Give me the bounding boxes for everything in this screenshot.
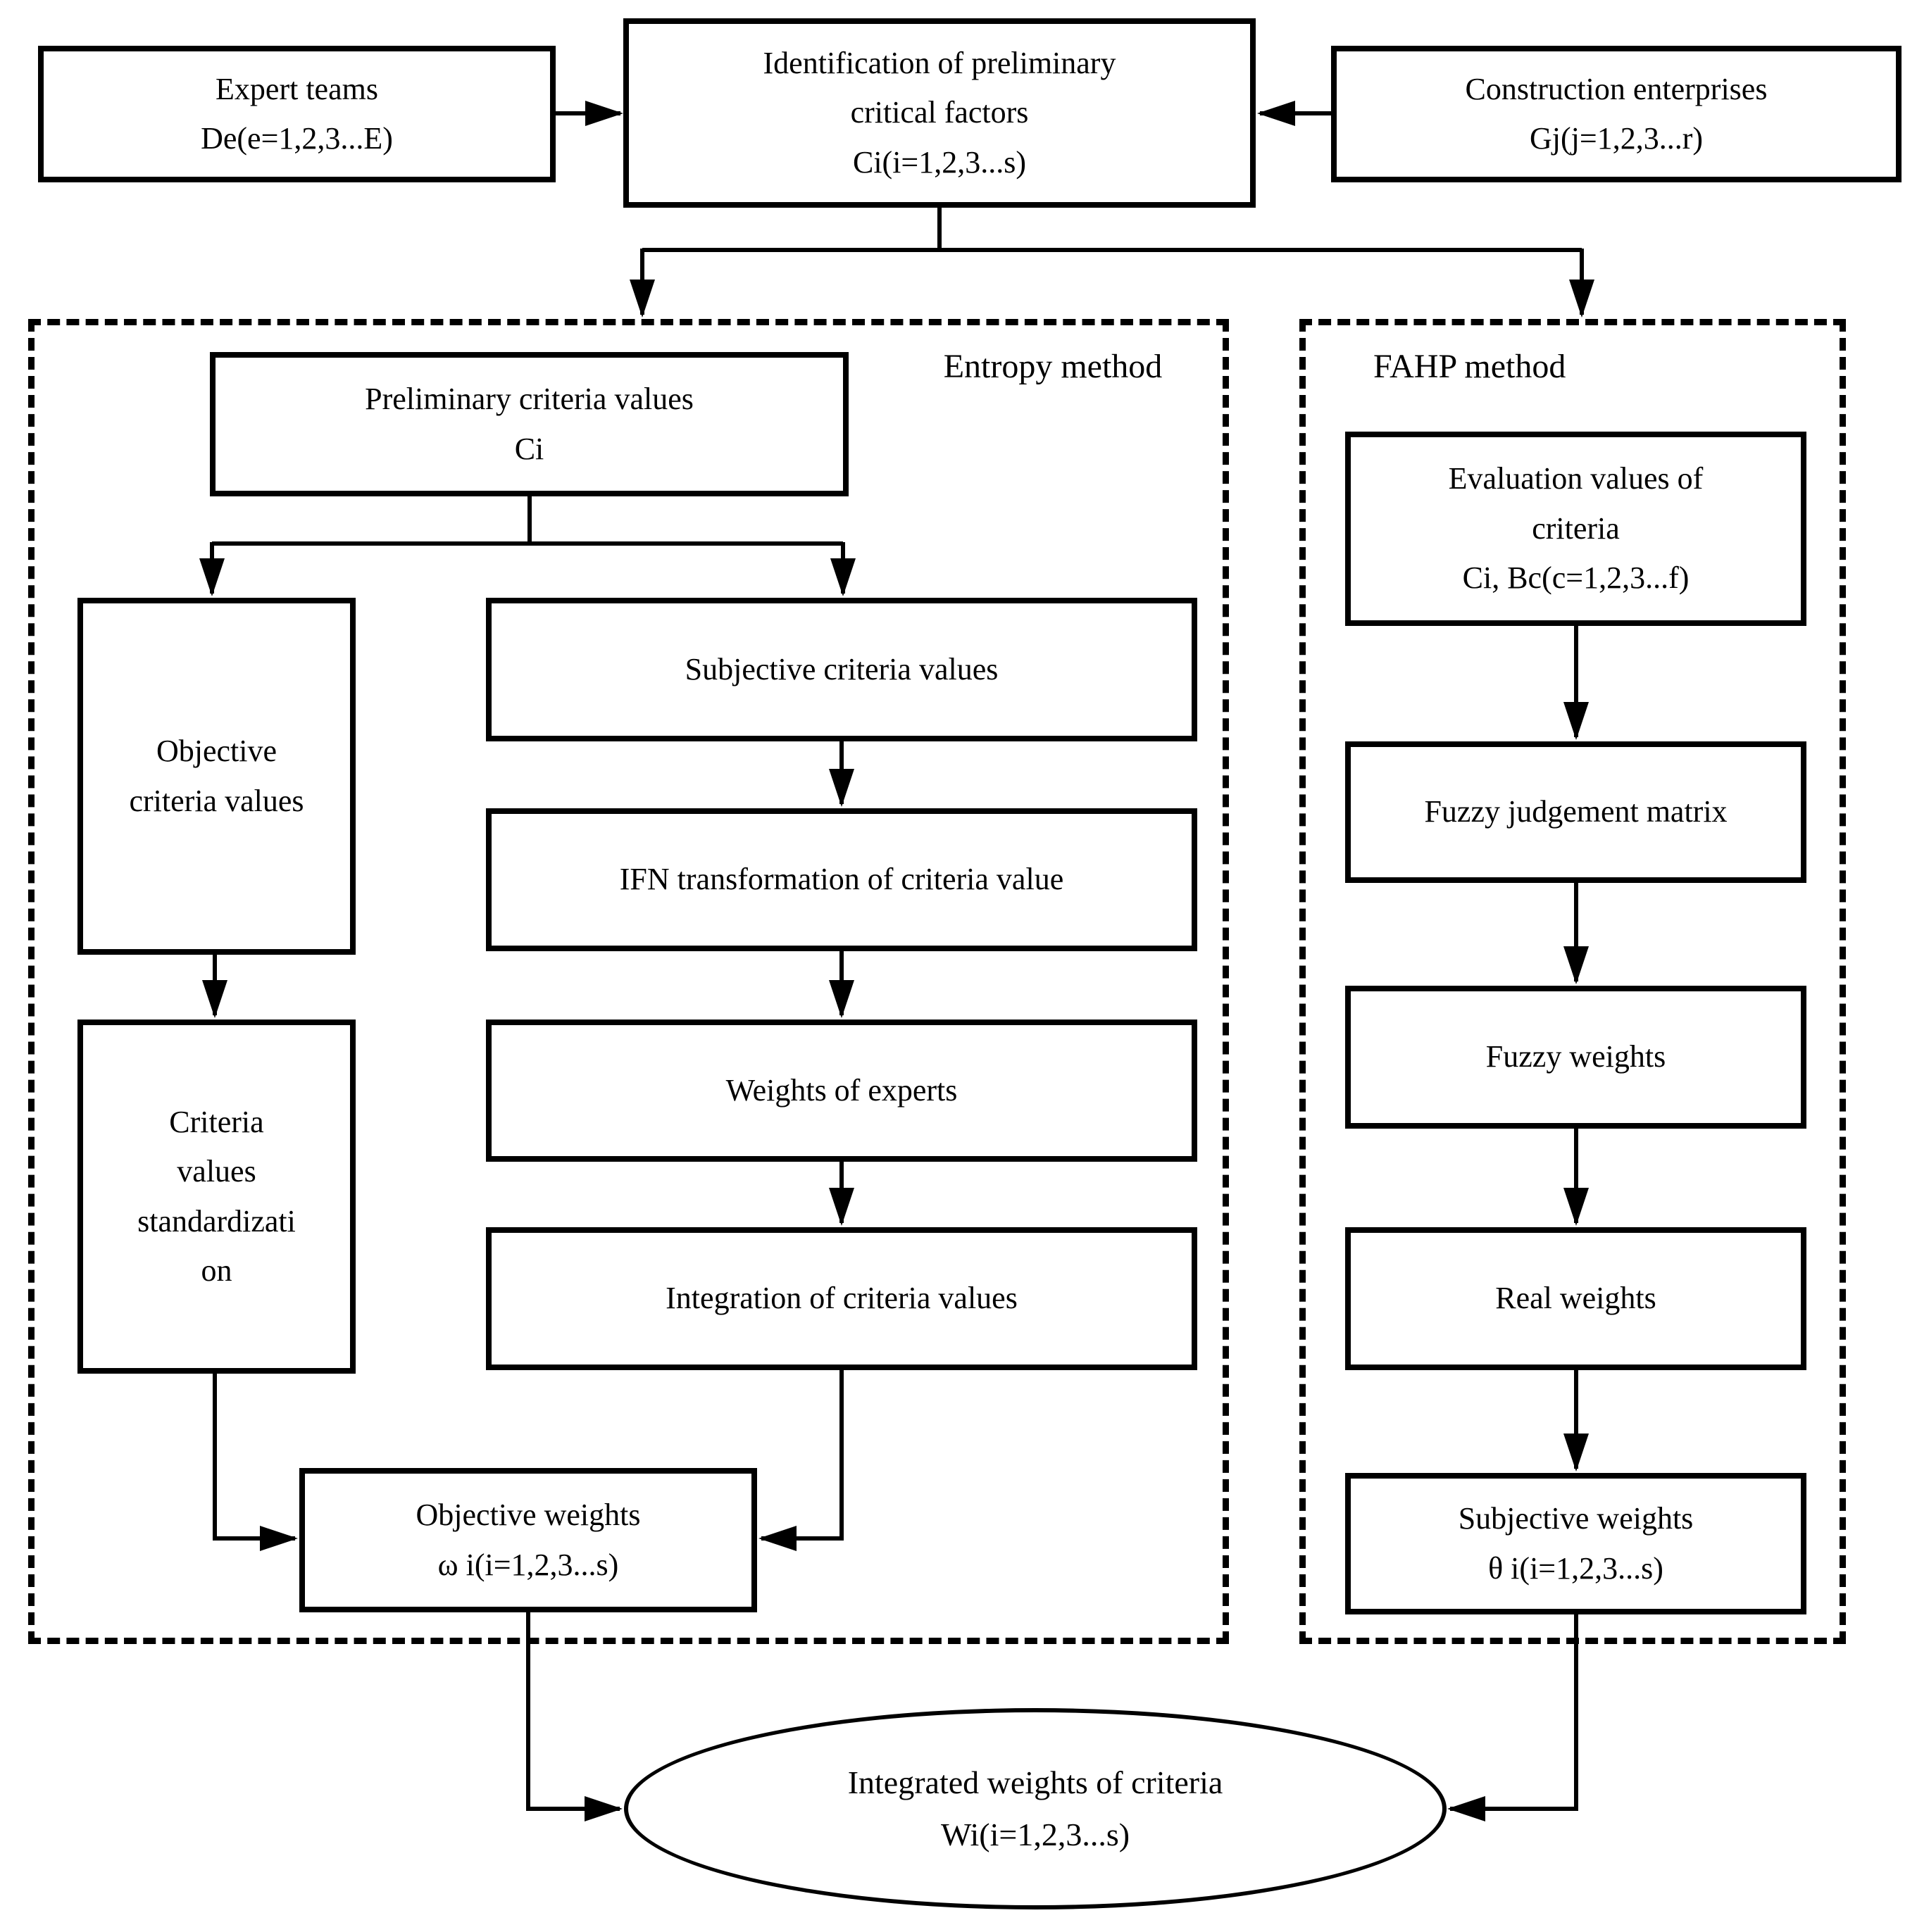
criteria-std-line: values xyxy=(177,1154,256,1189)
subjective-weights-line: Subjective weights xyxy=(1458,1501,1694,1536)
evaluation-values-box: Evaluation values of criteria Ci, Bc(c=1… xyxy=(1345,432,1806,626)
weights-of-experts-box: Weights of experts xyxy=(486,1020,1197,1162)
criteria-std-line: Criteria xyxy=(169,1104,264,1139)
fuzzy-matrix-line: Fuzzy judgement matrix xyxy=(1424,794,1728,829)
preliminary-line: Preliminary criteria values xyxy=(365,382,694,417)
identification-formula: Ci(i=1,2,3...s) xyxy=(852,144,1027,180)
expert-teams-formula: De(e=1,2,3...E) xyxy=(201,121,393,156)
entropy-method-label: Entropy method xyxy=(943,348,1163,385)
subjective-criteria-values-box: Subjective criteria values xyxy=(486,598,1197,741)
real-weights-line: Real weights xyxy=(1495,1281,1656,1316)
expert-teams-box: Expert teams De(e=1,2,3...E) xyxy=(38,46,556,182)
identification-line: critical factors xyxy=(850,95,1029,130)
construction-enterprises-box: Construction enterprises Gj(j=1,2,3...r) xyxy=(1331,46,1902,182)
connector-subjective-weights-to-integrated xyxy=(1447,1614,1578,1821)
ifn-transformation-box: IFN transformation of criteria value xyxy=(486,808,1197,951)
weights-experts-line: Weights of experts xyxy=(725,1072,958,1108)
objective-cv-line: Objective xyxy=(156,734,277,769)
subjective-cv-line: Subjective criteria values xyxy=(685,651,999,686)
criteria-std-line: on xyxy=(201,1253,232,1288)
connector-preliminary-split xyxy=(212,496,843,546)
criteria-std-line: standardizati xyxy=(137,1203,296,1238)
objective-cv-line: criteria values xyxy=(129,783,304,818)
preliminary-formula: Ci xyxy=(514,431,544,466)
subjective-weights-formula: θ i(i=1,2,3...s) xyxy=(1488,1550,1663,1586)
real-weights-box: Real weights xyxy=(1345,1227,1806,1370)
identification-line: Identification of preliminary xyxy=(763,45,1116,80)
preliminary-criteria-values-box: Preliminary criteria values Ci xyxy=(210,352,849,496)
identification-box: Identification of preliminary critical f… xyxy=(623,18,1256,208)
connector-objective-weights-to-integrated xyxy=(526,1612,623,1821)
fahp-method-region xyxy=(1299,319,1846,1644)
evaluation-line: Evaluation values of xyxy=(1448,461,1704,496)
expert-teams-line: Expert teams xyxy=(216,71,378,106)
objective-weights-box: Objective weights ω i(i=1,2,3...s) xyxy=(299,1468,757,1612)
subjective-weights-box: Subjective weights θ i(i=1,2,3...s) xyxy=(1345,1473,1806,1614)
construction-line: Construction enterprises xyxy=(1465,71,1768,106)
entropy-method-region xyxy=(28,319,1229,1644)
construction-formula: Gj(j=1,2,3...r) xyxy=(1530,121,1703,156)
fuzzy-judgement-matrix-box: Fuzzy judgement matrix xyxy=(1345,741,1806,883)
connector-standardization-to-objective-weights xyxy=(213,1374,298,1551)
integrated-weights-line: Integrated weights of criteria xyxy=(847,1764,1223,1801)
connector-identification-split xyxy=(642,208,1582,252)
evaluation-formula: Ci, Bc(c=1,2,3...f) xyxy=(1462,560,1690,596)
objective-weights-line: Objective weights xyxy=(416,1498,641,1533)
fuzzy-weights-box: Fuzzy weights xyxy=(1345,986,1806,1129)
criteria-values-standardization-box: Criteria values standardizati on xyxy=(77,1020,356,1374)
fuzzy-weights-line: Fuzzy weights xyxy=(1485,1039,1666,1074)
ifn-line: IFN transformation of criteria value xyxy=(619,862,1064,897)
integration-criteria-values-box: Integration of criteria values xyxy=(486,1227,1197,1370)
objective-weights-formula: ω i(i=1,2,3...s) xyxy=(437,1547,619,1582)
evaluation-line: criteria xyxy=(1532,510,1620,546)
integrated-weights-formula: Wi(i=1,2,3...s) xyxy=(940,1817,1130,1852)
objective-criteria-values-box: Objective criteria values xyxy=(77,598,356,955)
integrated-weights-ellipse: Integrated weights of criteria Wi(i=1,2,… xyxy=(624,1708,1447,1909)
integration-line: Integration of criteria values xyxy=(666,1281,1018,1316)
fahp-method-label: FAHP method xyxy=(1373,348,1566,385)
connector-integration-to-objective-weights xyxy=(758,1370,844,1551)
